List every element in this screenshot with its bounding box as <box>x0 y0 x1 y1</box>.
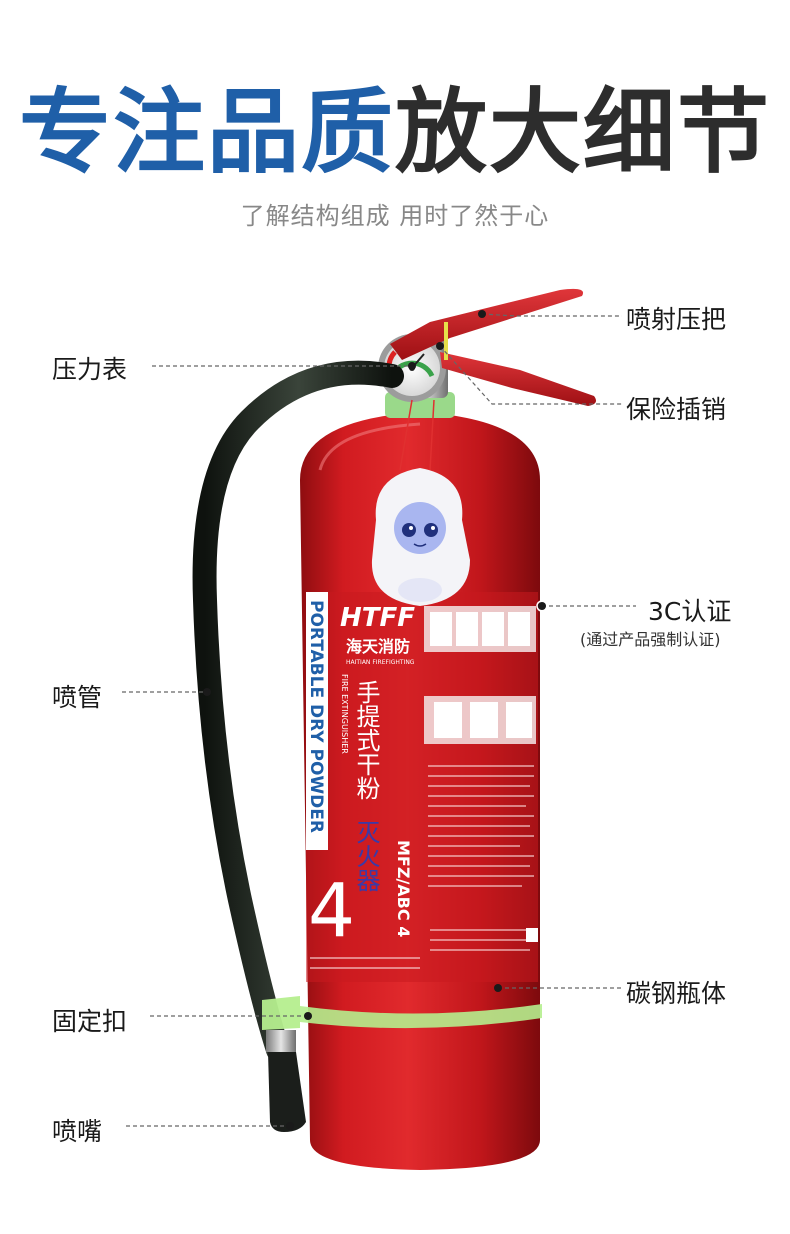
dot-cert <box>538 602 546 610</box>
dot-nozzle <box>286 1122 294 1130</box>
callout-dots <box>203 310 546 1130</box>
product-label: HTFF 海天消防 HAITIAN FIREFIGHTING PORTABLE … <box>306 592 548 982</box>
callout-lines <box>122 313 636 1127</box>
page-subtitle: 了解结构组成 用时了然于心 <box>240 202 550 230</box>
page-title: 专注品质放大细节 <box>0 78 790 188</box>
hose-clip <box>262 996 542 1030</box>
product-type-cn: 灭火器 <box>352 820 380 892</box>
nozzle <box>268 1052 306 1132</box>
nozzle-connector <box>266 1030 296 1052</box>
hose <box>192 360 404 1062</box>
title-dark-part: 放大细节 <box>395 79 772 186</box>
certification-mark-icon <box>536 600 548 612</box>
mascot-hang-tag <box>371 399 470 606</box>
callout-cert-note: (通过产品强制认证) <box>580 630 721 649</box>
brand-cn: 海天消防 <box>346 637 410 656</box>
callout-nozzle: 喷嘴 <box>52 1117 103 1146</box>
discharge-lever <box>390 288 596 406</box>
dot-gauge <box>408 362 416 370</box>
size-number: 4 <box>308 868 355 954</box>
callout-hose: 喷管 <box>52 683 103 712</box>
dot-handle <box>478 310 486 318</box>
brand-logo: HTFF <box>340 603 415 633</box>
dot-body <box>494 984 502 992</box>
callout-cert: 3C认证 <box>648 597 732 626</box>
fire-extinguisher-en: FIRE EXTINGUISHER <box>340 674 349 754</box>
dot-hose <box>203 688 211 696</box>
callout-clip: 固定扣 <box>52 1007 128 1036</box>
qr-code <box>526 928 538 942</box>
title-blue-part: 专注品质 <box>18 79 395 186</box>
callout-pin: 保险插销 <box>626 395 727 424</box>
callout-gauge: 压力表 <box>52 355 128 384</box>
model-number: MFZ/ABC 4 <box>394 840 413 937</box>
callout-body: 碳钢瓶体 <box>626 979 727 1008</box>
product-name-cn: 手提式干粉 <box>352 680 380 800</box>
vertical-label-en: PORTABLE DRY POWDER <box>306 600 326 833</box>
line-pin <box>439 345 622 405</box>
dot-pin <box>436 342 444 350</box>
callout-handle: 喷射压把 <box>626 305 727 334</box>
brand-en: HAITIAN FIREFIGHTING <box>346 659 415 666</box>
dot-clip <box>304 1012 312 1020</box>
